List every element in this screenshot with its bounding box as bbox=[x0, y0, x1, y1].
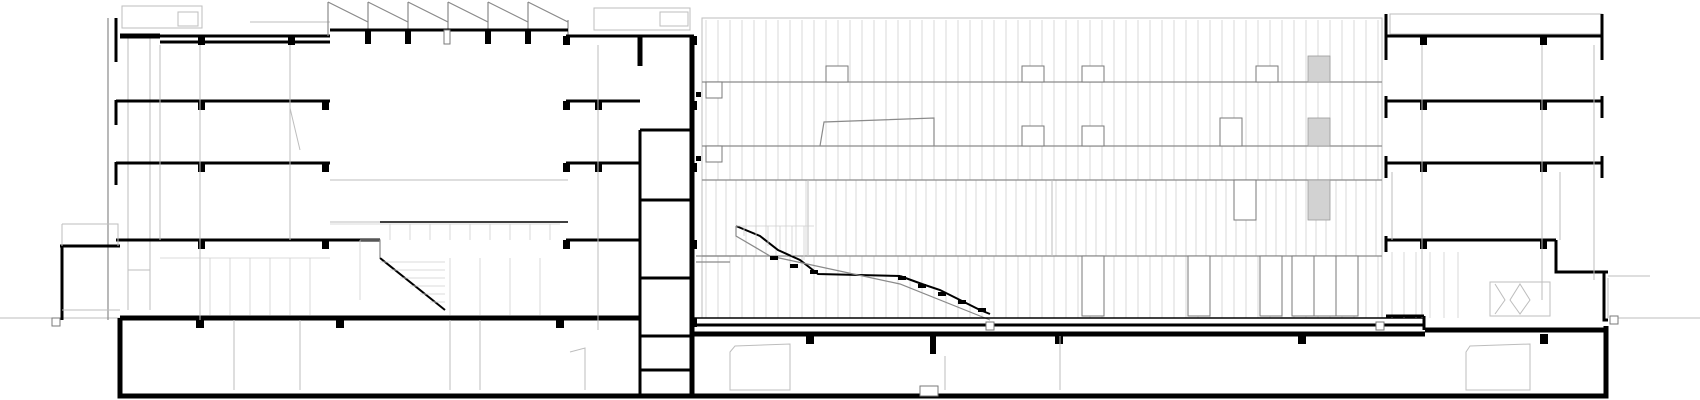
hall-stair bbox=[735, 225, 1385, 331]
right-wing bbox=[1384, 13, 1650, 330]
atrium-railing bbox=[330, 223, 560, 240]
centre-core bbox=[563, 7, 697, 396]
basement bbox=[0, 315, 1700, 399]
left-lower-glazing bbox=[160, 257, 330, 315]
hall-windows bbox=[825, 55, 1359, 317]
atrium bbox=[327, 1, 569, 315]
main-hall bbox=[694, 17, 1425, 331]
sawtooth-roof bbox=[327, 1, 569, 45]
left-wing bbox=[51, 5, 330, 327]
